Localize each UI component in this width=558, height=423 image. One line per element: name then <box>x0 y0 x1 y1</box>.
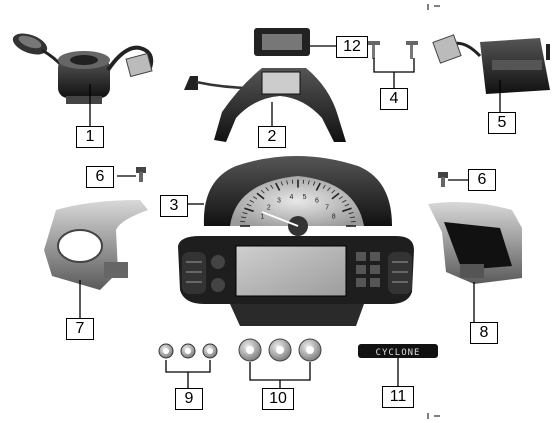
tacho-numeral: 8 <box>332 214 336 221</box>
tacho-numeral: 7 <box>325 204 329 211</box>
tacho-tick <box>249 199 255 203</box>
tacho-tick <box>242 212 248 215</box>
tacho-tick <box>342 207 352 213</box>
callout-1: 1 <box>76 126 104 148</box>
tacho-tick <box>344 203 350 207</box>
callout-11: 11 <box>382 386 414 408</box>
callout-6-left: 6 <box>86 166 114 188</box>
tacho-tick <box>349 216 355 219</box>
tacho-numeral: 5 <box>303 194 307 201</box>
tacho-tick <box>322 184 326 189</box>
tacho-tick <box>280 181 283 186</box>
tacho-tick <box>331 189 336 194</box>
leader-lines <box>79 45 501 388</box>
small-washers-part <box>158 343 218 359</box>
callout-3: 3 <box>160 195 188 217</box>
tacho-tick <box>256 192 265 200</box>
tacho-tick <box>307 180 310 185</box>
tacho-tick <box>270 184 274 189</box>
tacho-numeral: 1 <box>260 214 264 221</box>
indicator-display-part <box>254 28 310 56</box>
tacho-tick <box>265 187 269 192</box>
ignition-switch-part <box>12 33 154 104</box>
tacho-tick <box>338 196 344 200</box>
tacho-numeral: 3 <box>277 198 281 205</box>
dash-cover-part <box>184 68 346 142</box>
tacho-tick <box>275 182 281 191</box>
tacho-tick <box>260 189 265 194</box>
tacho-tick <box>286 180 289 185</box>
badge-text: CYCLONE <box>376 348 421 358</box>
right-switch-housing-part <box>428 202 522 284</box>
callout-9: 9 <box>175 388 203 410</box>
tacho-tick <box>348 212 354 215</box>
callout-4: 4 <box>380 88 408 110</box>
tacho-tick <box>241 216 247 219</box>
tachometer-numerals: 123 4 5 678 <box>260 194 335 221</box>
screws-part <box>368 41 418 59</box>
callout-7: 7 <box>66 318 94 340</box>
tacho-tick <box>246 203 252 207</box>
tacho-tick <box>252 196 258 200</box>
tacho-numeral: 6 <box>315 198 319 205</box>
grommets-part <box>238 338 322 362</box>
tacho-tick <box>331 192 340 200</box>
callout-6-right: 6 <box>468 169 496 191</box>
tacho-tick <box>244 207 254 213</box>
callout-12: 12 <box>336 36 368 58</box>
callout-10: 10 <box>262 388 294 410</box>
callout-2: 2 <box>258 126 286 148</box>
tacho-tick <box>313 181 316 186</box>
connector-housing-part <box>432 34 550 94</box>
callout-8: 8 <box>470 322 498 344</box>
tacho-numeral: 4 <box>289 194 293 201</box>
callout-5: 5 <box>488 112 516 134</box>
bolt-right-part <box>438 172 448 187</box>
tacho-tick <box>341 199 347 203</box>
tacho-numeral: 2 <box>267 204 271 211</box>
tacho-tick <box>315 182 321 191</box>
tachometer-ticks <box>240 179 356 227</box>
bolt-left-part <box>136 167 146 182</box>
tacho-tick <box>327 187 331 192</box>
corner-marks <box>427 4 440 419</box>
cyclone-badge-part: CYCLONE <box>358 344 438 358</box>
instrument-cluster-part: 123 4 5 678 <box>178 156 414 326</box>
left-switch-housing-part <box>44 200 148 290</box>
